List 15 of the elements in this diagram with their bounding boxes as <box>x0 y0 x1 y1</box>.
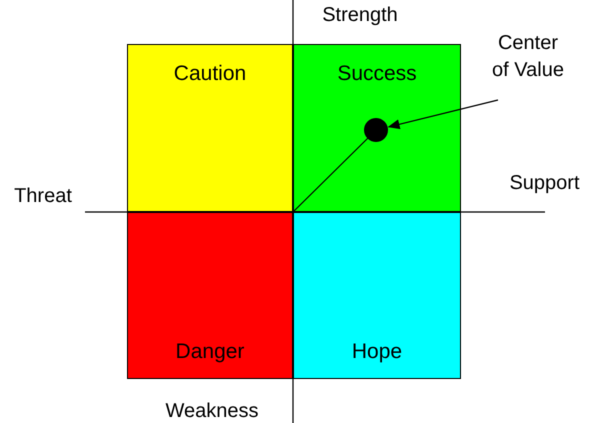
quadrant-box <box>127 212 293 379</box>
quadrant-label: Caution <box>174 61 246 87</box>
axis-label: Threat <box>14 184 72 209</box>
value-dot <box>364 118 388 142</box>
quadrant-box <box>293 44 461 212</box>
quadrant-label: Success <box>337 61 417 87</box>
quadrant-box <box>293 212 461 379</box>
quadrant-label: Hope <box>352 339 402 365</box>
axis-label: Support <box>509 171 580 196</box>
axis-label: Strength <box>322 3 398 28</box>
axis-label: Weakness <box>165 399 258 423</box>
arrow <box>388 99 498 130</box>
callout-text: Center of Value <box>492 31 564 83</box>
quadrant-box <box>127 44 293 212</box>
quadrant-label: Danger <box>176 339 244 365</box>
